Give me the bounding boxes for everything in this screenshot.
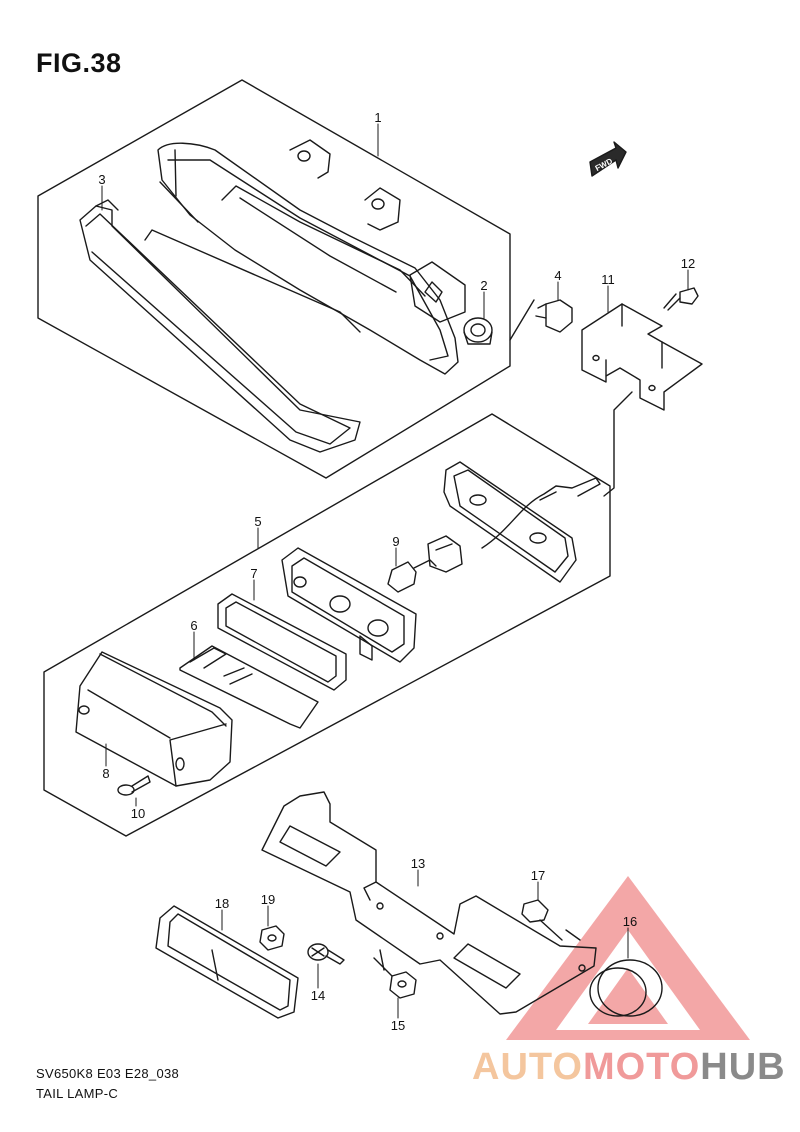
callout-14: 14 <box>311 988 325 1003</box>
watermark-part-hub: HUB <box>700 1046 786 1088</box>
model-code: SV650K8 E03 E28_038 <box>36 1066 180 1081</box>
assembly-name: TAIL LAMP-C <box>36 1086 119 1101</box>
callout-8: 8 <box>102 766 109 781</box>
part-1-tail-lamp-housing <box>144 139 466 375</box>
callout-10: 10 <box>131 806 145 821</box>
callout-3: 3 <box>98 172 105 187</box>
part-16-round-reflector <box>589 959 663 1017</box>
callout-7: 7 <box>250 566 257 581</box>
assembly-box-lower <box>43 413 611 837</box>
part-11-bracket <box>581 303 703 497</box>
part-6-reflector-plate <box>179 645 319 729</box>
part-10-screw <box>117 775 151 796</box>
part-8-lens <box>75 651 233 787</box>
callout-9: 9 <box>392 534 399 549</box>
callout-4: 4 <box>554 268 561 283</box>
part-9-bulb <box>387 535 463 593</box>
part-17-nut <box>521 899 581 941</box>
callout-17: 17 <box>531 868 545 883</box>
callout-labels: 1 2 3 4 5 6 7 8 9 10 11 12 13 14 15 16 1… <box>98 110 695 1033</box>
part-12-screw <box>663 287 699 311</box>
part-15-nut <box>373 949 417 999</box>
callout-13: 13 <box>411 856 425 871</box>
part-2-grommet <box>463 317 493 345</box>
part-7-gasket <box>217 593 347 691</box>
leader-lines <box>101 123 689 1019</box>
part-13-license-bracket <box>261 791 597 1015</box>
part-18-rect-reflector <box>155 905 299 1019</box>
callout-18: 18 <box>215 896 229 911</box>
callout-6: 6 <box>190 618 197 633</box>
callout-2: 2 <box>480 278 487 293</box>
watermark-text: AUTOMOTOHUB <box>472 1046 786 1089</box>
watermark-part-auto: AUTO <box>472 1046 583 1088</box>
part-3-seal-strip <box>79 199 361 453</box>
assembly-box-upper <box>37 79 511 479</box>
part-4-nut <box>509 299 573 341</box>
lamp-reflector <box>281 547 417 663</box>
callout-12: 12 <box>681 256 695 271</box>
callout-5: 5 <box>254 514 261 529</box>
callout-15: 15 <box>391 1018 405 1033</box>
part-14-bolt <box>307 943 345 965</box>
part-5-socket-assembly <box>443 461 601 583</box>
callout-16: 16 <box>623 914 637 929</box>
callout-11: 11 <box>601 272 615 287</box>
figure-title: FIG.38 <box>36 48 122 78</box>
part-19-nut <box>259 925 285 951</box>
fwd-arrow-icon <box>589 141 627 177</box>
callout-1: 1 <box>374 110 381 125</box>
callout-19: 19 <box>261 892 275 907</box>
watermark-part-moto: MOTO <box>582 1046 701 1088</box>
